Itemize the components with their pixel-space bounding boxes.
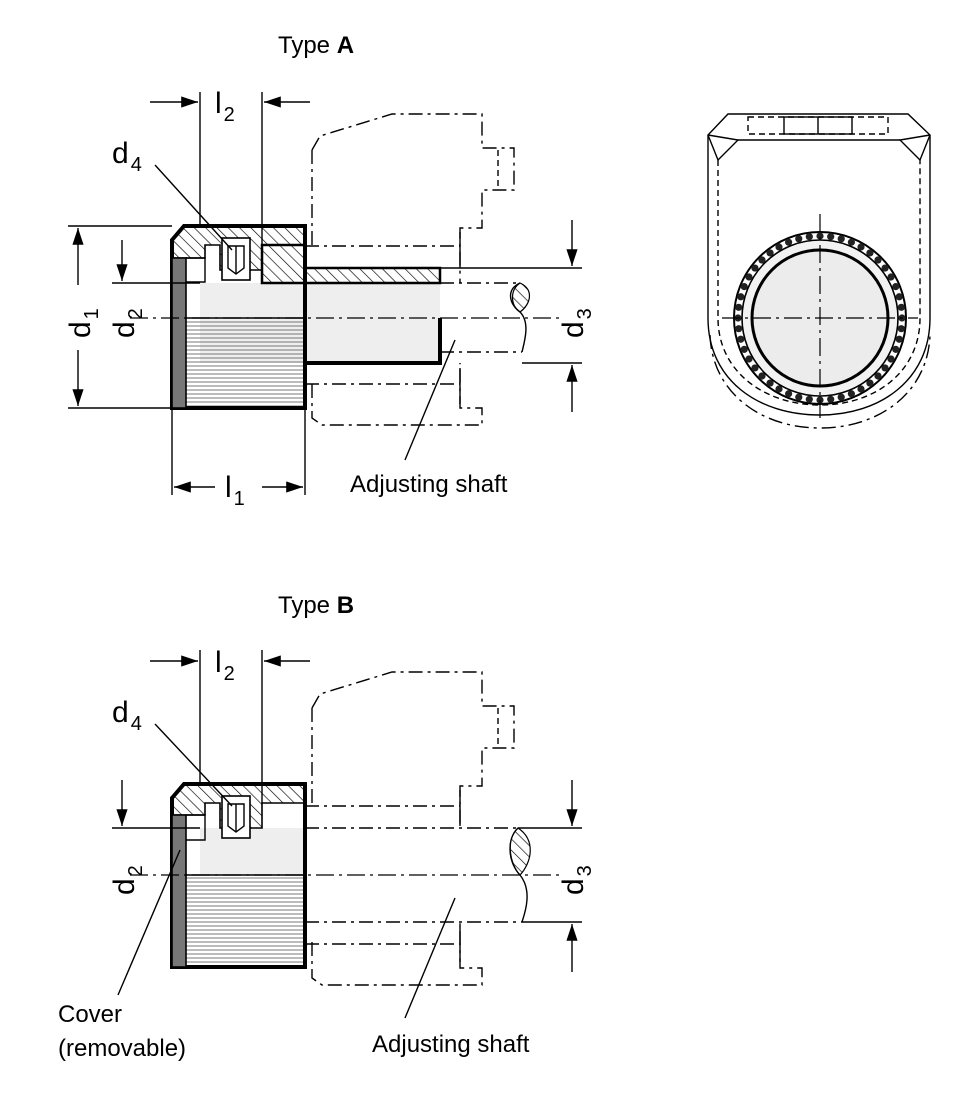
knurl-tooth (887, 355, 895, 363)
knurl-tooth (895, 335, 903, 343)
knurl-tooth (847, 390, 855, 398)
knurl-tooth (816, 232, 824, 240)
knurl-tooth (795, 393, 803, 401)
knurl-tooth (837, 393, 845, 401)
knurl-tooth (751, 364, 759, 372)
type-a-d2-label: d2 (108, 308, 147, 338)
type-a-view: Type A (64, 32, 596, 510)
type-a-d3-label: d3 (557, 308, 596, 338)
knurl-tooth (785, 238, 793, 246)
type-a-dim-d2: d2 (108, 240, 200, 338)
knurl-tooth (895, 293, 903, 301)
knurl-tooth (897, 303, 905, 311)
type-b-d3-label: d3 (557, 865, 596, 895)
type-a-shaft-callout: Adjusting shaft (350, 339, 508, 498)
type-a-bracket (305, 113, 515, 426)
knurl-tooth (737, 335, 745, 343)
knurl-tooth (887, 273, 895, 281)
knurl-tooth (897, 325, 905, 333)
type-a-title: Type A (278, 32, 354, 59)
knurl-tooth (874, 256, 882, 264)
type-a-dim-d3: d3 (440, 220, 596, 412)
type-b-view: Type B (58, 592, 596, 1062)
type-b-d2-label: d2 (108, 865, 147, 895)
knurl-tooth (745, 355, 753, 363)
type-b-dim-d2: d2 (108, 780, 200, 895)
knurl-tooth (758, 372, 766, 380)
knurl-tooth (805, 233, 813, 241)
knurl-tooth (735, 325, 743, 333)
knurl-tooth (805, 395, 813, 403)
knurl-tooth (775, 385, 783, 393)
end-view-knurl-teeth (734, 232, 906, 404)
knurl-tooth (837, 235, 845, 243)
knurl-tooth (866, 249, 874, 257)
knurl-tooth (857, 243, 865, 251)
end-view (707, 113, 931, 429)
type-b-cover-callout: Cover (removable) (58, 849, 186, 1062)
knurl-tooth (775, 243, 783, 251)
knurl-tooth (827, 233, 835, 241)
type-b-cover-label-line2: (removable) (58, 1035, 186, 1062)
knurl-tooth (881, 264, 889, 272)
knurl-tooth (892, 345, 900, 353)
type-b-cover-label-line1: Cover (58, 1001, 122, 1028)
knurl-tooth (847, 238, 855, 246)
type-b-dim-d3: d3 (518, 780, 596, 972)
type-b-shaft-fill (200, 828, 305, 875)
knurl-tooth (751, 264, 759, 272)
knurl-tooth (795, 235, 803, 243)
knurl-tooth (785, 390, 793, 398)
type-a-shaft-label: Adjusting shaft (350, 471, 508, 498)
knurl-tooth (758, 256, 766, 264)
knurl-tooth (740, 345, 748, 353)
knurl-tooth (766, 379, 774, 387)
knurl-tooth (857, 385, 865, 393)
knurl-tooth (827, 395, 835, 403)
type-a-shaft (440, 282, 530, 353)
type-a-d1-label: d1 (64, 308, 103, 338)
knurl-tooth (892, 283, 900, 291)
knurl-tooth (766, 249, 774, 257)
type-b-bracket (305, 671, 515, 986)
type-a-dim-d1: d1 (64, 225, 172, 409)
knurl-tooth (881, 364, 889, 372)
type-b-shaft-callout: Adjusting shaft (372, 897, 530, 1058)
type-b-grub-screw (221, 795, 251, 839)
knurl-tooth (745, 273, 753, 281)
knurl-tooth (866, 379, 874, 387)
knurl-tooth (874, 372, 882, 380)
type-b-shaft-label: Adjusting shaft (372, 1031, 530, 1058)
knurl-tooth (737, 293, 745, 301)
knurl-tooth (740, 283, 748, 291)
knurl-tooth (735, 303, 743, 311)
type-b-title: Type B (278, 592, 354, 619)
